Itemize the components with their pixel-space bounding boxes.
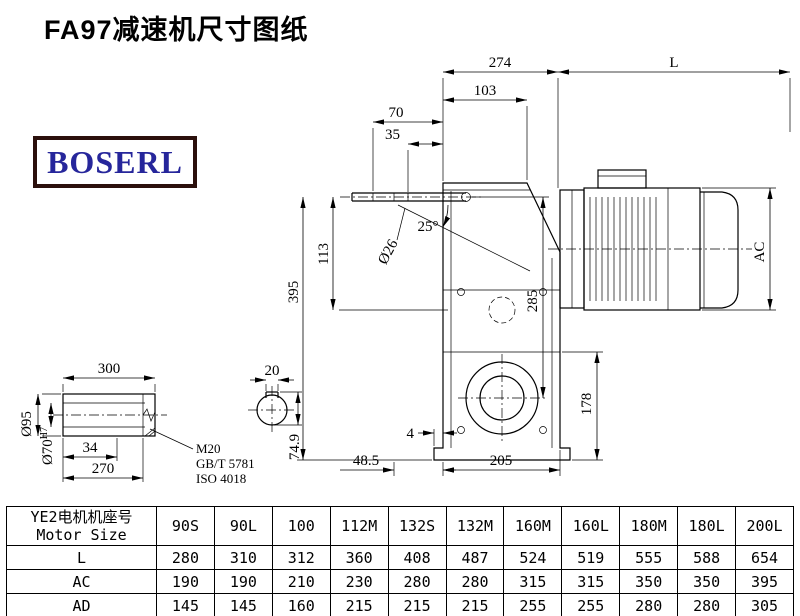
cell: 395 bbox=[735, 569, 794, 594]
cell: 519 bbox=[561, 545, 621, 570]
dim-25deg: 25° bbox=[418, 219, 439, 235]
column-header: 160M bbox=[503, 506, 563, 546]
cell: 315 bbox=[561, 569, 621, 594]
cell: 588 bbox=[677, 545, 737, 570]
fan-cover bbox=[700, 191, 739, 309]
table-row-L: L 280 310 312 360 408 487 524 519 555 58… bbox=[6, 545, 794, 570]
dim-dia70H7: Ø70H7 bbox=[39, 427, 57, 465]
bolt-hole bbox=[539, 426, 547, 434]
dim-fit-H7: H7 bbox=[39, 427, 50, 439]
row-label: AC bbox=[6, 569, 157, 594]
reducer-housing bbox=[433, 182, 571, 461]
terminal-box bbox=[597, 169, 647, 189]
cell: 160 bbox=[271, 593, 331, 616]
dim-48-5: 48.5 bbox=[353, 453, 379, 469]
dim-270: 270 bbox=[92, 461, 115, 477]
dim-274: 274 bbox=[489, 55, 512, 71]
dim-113: 113 bbox=[316, 243, 332, 265]
table-row-AC: AC 190 190 210 230 280 280 315 315 350 3… bbox=[6, 569, 794, 594]
column-header: 180L bbox=[677, 506, 737, 546]
motor bbox=[548, 169, 752, 311]
column-header: 100 bbox=[271, 506, 331, 546]
table-row-AD: AD 145 145 160 215 215 215 255 255 280 2… bbox=[6, 593, 794, 616]
dim-70: 70 bbox=[389, 105, 404, 121]
cell: 280 bbox=[619, 593, 679, 616]
row-label: AD bbox=[6, 593, 157, 616]
cell: 215 bbox=[329, 593, 389, 616]
cell: 408 bbox=[387, 545, 447, 570]
dim-103: 103 bbox=[474, 83, 497, 99]
cell: 654 bbox=[735, 545, 794, 570]
cell: 315 bbox=[503, 569, 563, 594]
column-header: 90S bbox=[156, 506, 215, 546]
page-title: FA97减速机尺寸图纸 bbox=[44, 15, 309, 45]
dim-285: 285 bbox=[525, 290, 541, 313]
cell: 350 bbox=[619, 569, 679, 594]
shaft-detail: 300 Ø95 Ø70H7 34 270 M20 GB/T 5781 ISO 4… bbox=[19, 361, 255, 486]
cell: 215 bbox=[445, 593, 505, 616]
bolt-hole bbox=[457, 426, 465, 434]
cell: 215 bbox=[387, 593, 447, 616]
column-header: 132S bbox=[387, 506, 447, 546]
dim-35: 35 bbox=[385, 127, 400, 143]
column-header: 180M bbox=[619, 506, 679, 546]
dim-AC: AC bbox=[752, 242, 768, 263]
thread-callout-M20: M20 bbox=[196, 441, 221, 456]
cell: 350 bbox=[677, 569, 737, 594]
motor-size-header-cell: YE2电机机座号 Motor Size bbox=[6, 506, 157, 546]
cell: 280 bbox=[677, 593, 737, 616]
dim-74-9: 74.9 bbox=[287, 434, 303, 460]
dim-L: L bbox=[669, 55, 678, 71]
table-header-row: YE2电机机座号 Motor Size 90S 90L 100 112M 132… bbox=[6, 506, 794, 546]
angle-25-line bbox=[397, 204, 531, 272]
dim-dia26: Ø26 bbox=[375, 237, 401, 268]
column-header: 200L bbox=[735, 506, 794, 546]
cell: 555 bbox=[619, 545, 679, 570]
cell: 145 bbox=[156, 593, 215, 616]
keyway-detail: 20 74.9 bbox=[248, 363, 303, 460]
cell: 230 bbox=[329, 569, 389, 594]
cell: 280 bbox=[387, 569, 447, 594]
cell: 305 bbox=[735, 593, 794, 616]
dim-34: 34 bbox=[83, 440, 99, 456]
dim-20: 20 bbox=[265, 363, 280, 379]
motor-size-header-cn: YE2电机机座号 bbox=[30, 508, 133, 526]
column-header: 160L bbox=[561, 506, 621, 546]
cell: 190 bbox=[156, 569, 215, 594]
cell: 280 bbox=[156, 545, 215, 570]
boserl-logo-text: BOSERL bbox=[47, 143, 183, 180]
cell: 255 bbox=[561, 593, 621, 616]
input-shaft bbox=[340, 192, 531, 272]
cell: 145 bbox=[213, 593, 273, 616]
dim-395: 395 bbox=[286, 281, 302, 304]
dim-205: 205 bbox=[490, 453, 513, 469]
cell: 190 bbox=[213, 569, 273, 594]
column-header: 132M bbox=[445, 506, 505, 546]
column-header: 112M bbox=[329, 506, 389, 546]
column-header: 90L bbox=[213, 506, 273, 546]
bolt-hole bbox=[457, 288, 465, 296]
row-label: L bbox=[6, 545, 157, 570]
standard-iso4018: ISO 4018 bbox=[196, 471, 246, 486]
dim-dia70: Ø70 bbox=[40, 439, 56, 465]
motor-size-header-en: Motor Size bbox=[36, 526, 127, 544]
motor-size-table: YE2电机机座号 Motor Size 90S 90L 100 112M 132… bbox=[6, 506, 794, 616]
cell: 280 bbox=[445, 569, 505, 594]
cell: 487 bbox=[445, 545, 505, 570]
cell: 255 bbox=[503, 593, 563, 616]
technical-drawing: 274 L 103 70 35 25° Ø26 1 bbox=[19, 55, 791, 486]
dim-4: 4 bbox=[407, 426, 415, 442]
cell: 310 bbox=[213, 545, 273, 570]
dim-178: 178 bbox=[579, 393, 595, 416]
cell: 210 bbox=[271, 569, 331, 594]
cell: 360 bbox=[329, 545, 389, 570]
intermediate-bore bbox=[488, 296, 516, 324]
dim-300: 300 bbox=[98, 361, 121, 377]
boserl-logo: BOSERL bbox=[33, 136, 197, 188]
cell: 312 bbox=[271, 545, 331, 570]
cell: 524 bbox=[503, 545, 563, 570]
main-dimensions: 274 L 103 70 35 25° Ø26 1 bbox=[286, 55, 791, 476]
standard-gb5781: GB/T 5781 bbox=[196, 456, 255, 471]
dim-dia95: Ø95 bbox=[19, 411, 35, 437]
